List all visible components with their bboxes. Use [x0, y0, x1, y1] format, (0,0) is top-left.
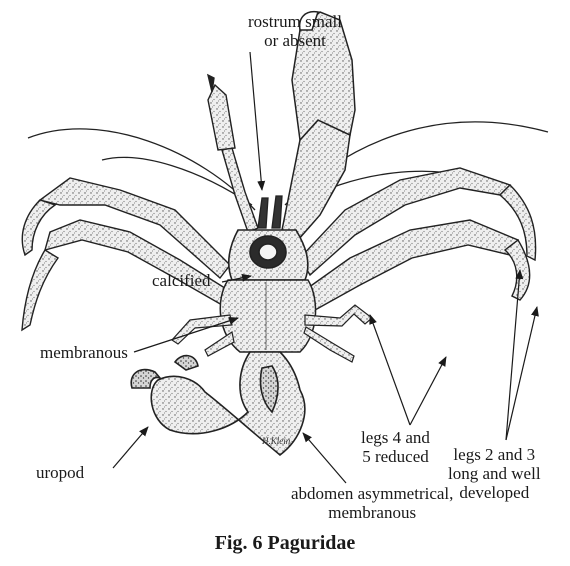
- posterior-carapace: [220, 280, 315, 352]
- label-legs-2-3-line2: long and well: [448, 464, 541, 483]
- label-abdomen: abdomen asymmetrical, membranous: [291, 484, 453, 522]
- label-legs-2-3: legs 2 and 3 long and well developed: [448, 445, 541, 502]
- label-membranous: membranous: [40, 343, 128, 362]
- carapace: [229, 230, 308, 280]
- label-rostrum: rostrum small or absent: [248, 12, 342, 50]
- right-walking-legs: [300, 168, 536, 310]
- label-legs-2-3-line3: developed: [448, 483, 541, 502]
- label-rostrum-line1: rostrum small: [248, 12, 342, 31]
- label-calcified: calcified: [152, 271, 211, 290]
- label-legs-4-5-line2: 5 reduced: [361, 447, 430, 466]
- small-cheliped: [208, 75, 258, 232]
- label-legs-4-5-line1: legs 4 and: [361, 428, 430, 447]
- left-walking-legs: [22, 178, 230, 330]
- figure-caption: Fig. 6 Paguridae: [0, 532, 570, 555]
- label-uropod: uropod: [36, 463, 84, 482]
- eyestalks: [258, 196, 282, 228]
- label-abdomen-line2: membranous: [291, 503, 453, 522]
- artist-signature: H.Klein: [262, 436, 290, 446]
- label-rostrum-line2: or absent: [248, 31, 342, 50]
- label-legs-4-5: legs 4 and 5 reduced: [361, 428, 430, 466]
- label-legs-2-3-line1: legs 2 and 3: [448, 445, 541, 464]
- label-abdomen-line1: abdomen asymmetrical,: [291, 484, 453, 503]
